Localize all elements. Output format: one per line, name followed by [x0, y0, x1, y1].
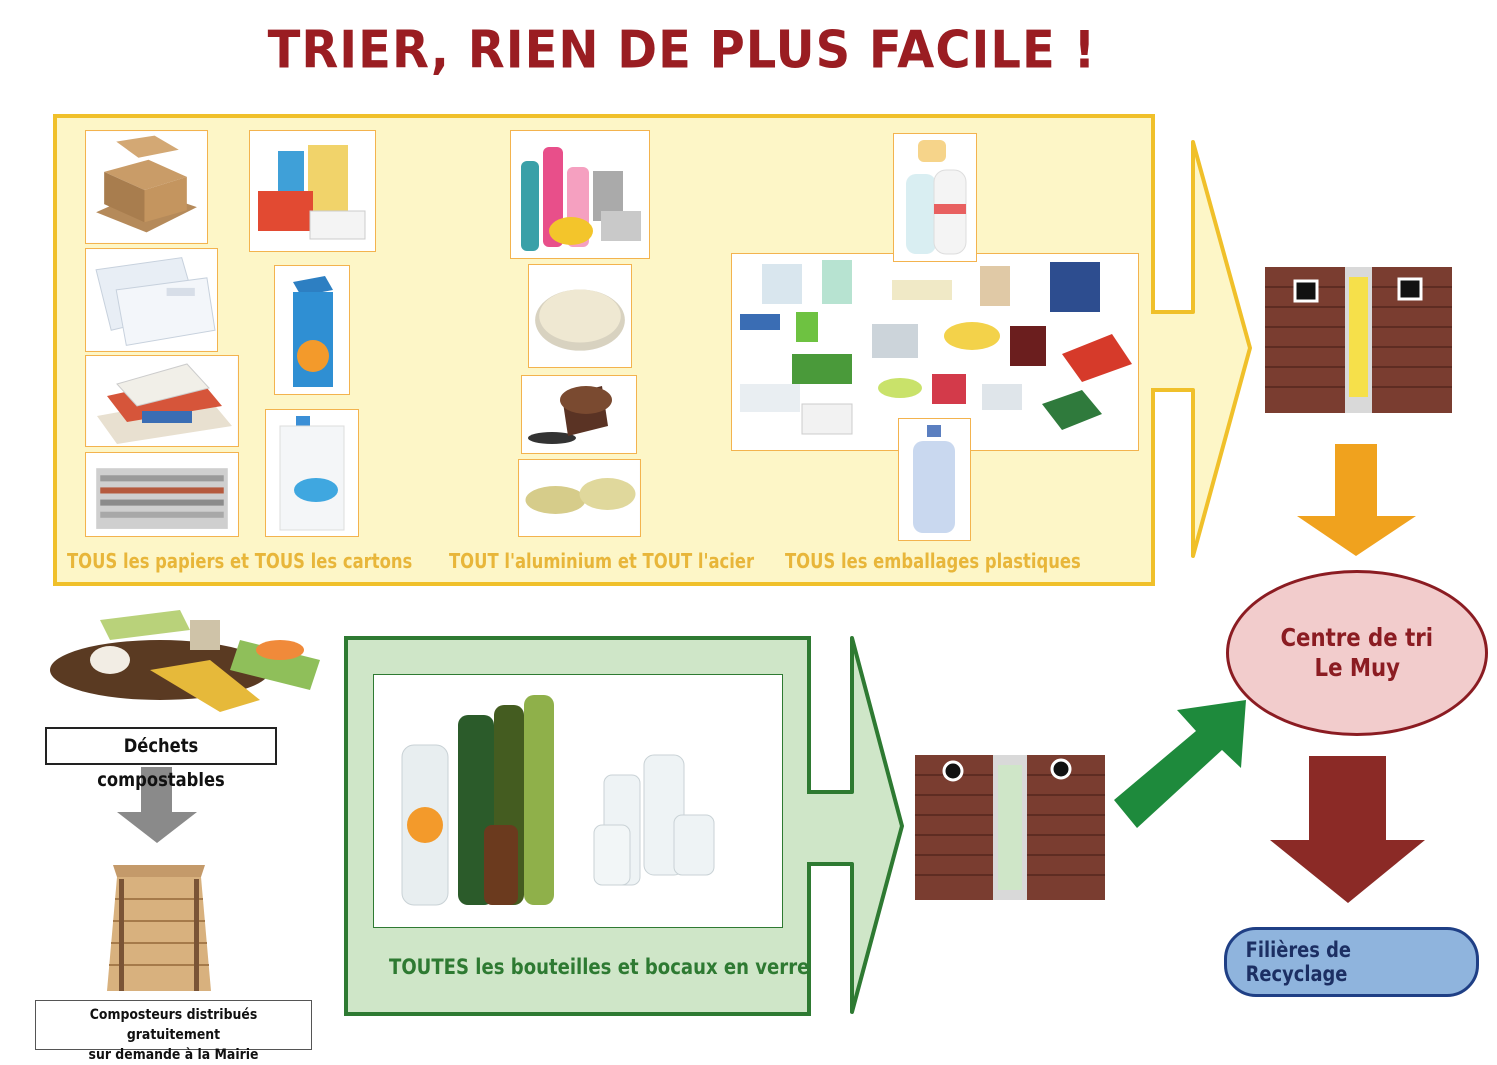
green-diagonal-arrow	[1114, 700, 1246, 828]
centre-de-tri-ellipse: Centre de tri Le Muy	[1226, 570, 1488, 736]
envelopes-photo	[85, 248, 218, 352]
centre-line1: Centre de tri	[1280, 623, 1434, 652]
caption-plastics: TOUS les emballages plastiques	[785, 549, 1081, 573]
yellow-bin-container-photo	[1265, 267, 1452, 413]
filieres-label: Filières de Recyclage	[1245, 938, 1351, 986]
caption-papers: TOUS les papiers et TOUS les cartons	[67, 549, 413, 573]
compost-label: Déchets compostables	[45, 727, 277, 791]
glass-bin-container-photo	[915, 755, 1105, 900]
composter-label: Composteurs distribués gratuitement sur …	[35, 1000, 312, 1063]
green-flow-arrow	[804, 636, 904, 1014]
milk-carton-photo	[265, 409, 359, 537]
glass-bottles-photo	[373, 674, 783, 928]
caption-glass: TOUTES les bouteilles et bocaux en verre	[389, 955, 810, 979]
juice-carton-photo	[274, 265, 350, 395]
caption-metals: TOUT l'aluminium et TOUT l'acier	[449, 549, 755, 573]
cans-aerosols-photo	[510, 130, 650, 259]
coffee-capsule-photo	[521, 375, 637, 454]
food-cartons-photo	[249, 130, 376, 252]
orange-down-arrow	[1297, 444, 1416, 556]
detergent-bottle-photo	[898, 418, 971, 541]
composter-label-line1: Composteurs distribués gratuitement	[89, 1007, 258, 1043]
filieres-recyclage-box: Filières de Recyclage	[1224, 927, 1479, 997]
compost-waste-photo	[40, 600, 330, 720]
newspapers-photo	[85, 452, 239, 537]
red-down-arrow	[1270, 756, 1425, 903]
page-title: TRIER, RIEN DE PLUS FACILE !	[267, 19, 1097, 81]
mail-papers-photo	[85, 355, 239, 447]
bottle-caps-photo	[518, 459, 641, 537]
centre-line2: Le Muy	[1314, 653, 1400, 682]
composter-photo	[103, 857, 215, 997]
yellow-flow-arrow	[1148, 140, 1252, 558]
cardboard-boxes-photo	[85, 130, 208, 244]
grey-down-arrow	[117, 767, 197, 843]
composter-label-line2: sur demande à la Mairie	[88, 1047, 259, 1063]
metal-lid-photo	[528, 264, 632, 368]
plastic-bottles-photo	[893, 133, 977, 262]
